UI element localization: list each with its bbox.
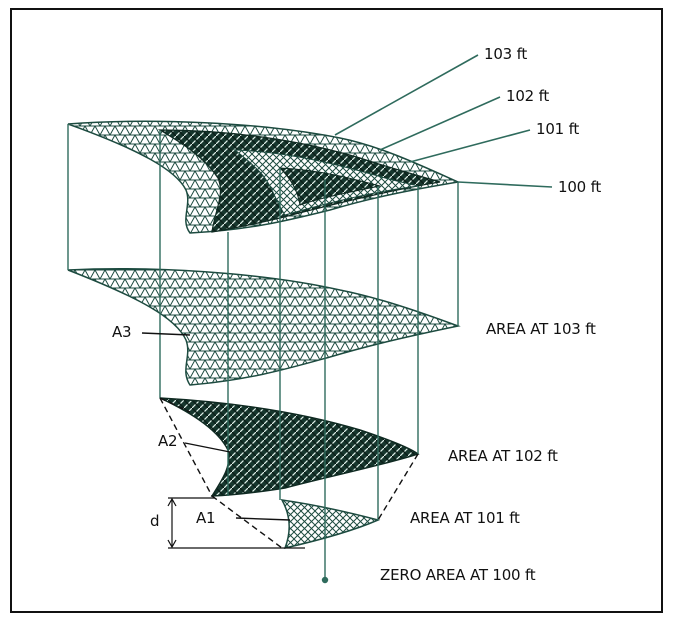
label-area-103: AREA AT 103 ft	[486, 320, 596, 338]
area-leaders	[141, 332, 291, 521]
label-area-100: ZERO AREA AT 100 ft	[380, 566, 536, 584]
label-area-101: AREA AT 101 ft	[410, 509, 520, 527]
label-a3: A3	[112, 323, 132, 341]
area-101-shape	[280, 499, 381, 550]
label-100ft: 100 ft	[558, 178, 602, 196]
label-101ft: 101 ft	[536, 120, 580, 138]
dashed-connectors	[159, 397, 419, 549]
label-102ft: 102 ft	[506, 87, 550, 105]
area-102-shape	[159, 397, 420, 497]
contour-100-top	[278, 167, 381, 206]
area-103-shape	[67, 268, 461, 386]
contour-stack-top	[67, 120, 461, 234]
label-area-102: AREA AT 102 ft	[448, 447, 558, 465]
elevation-leaders	[334, 54, 553, 188]
depth-dimension	[167, 497, 305, 549]
label-d: d	[150, 512, 160, 530]
label-a1: A1	[196, 509, 216, 527]
label-a2: A2	[158, 432, 178, 450]
label-103ft: 103 ft	[484, 45, 528, 63]
